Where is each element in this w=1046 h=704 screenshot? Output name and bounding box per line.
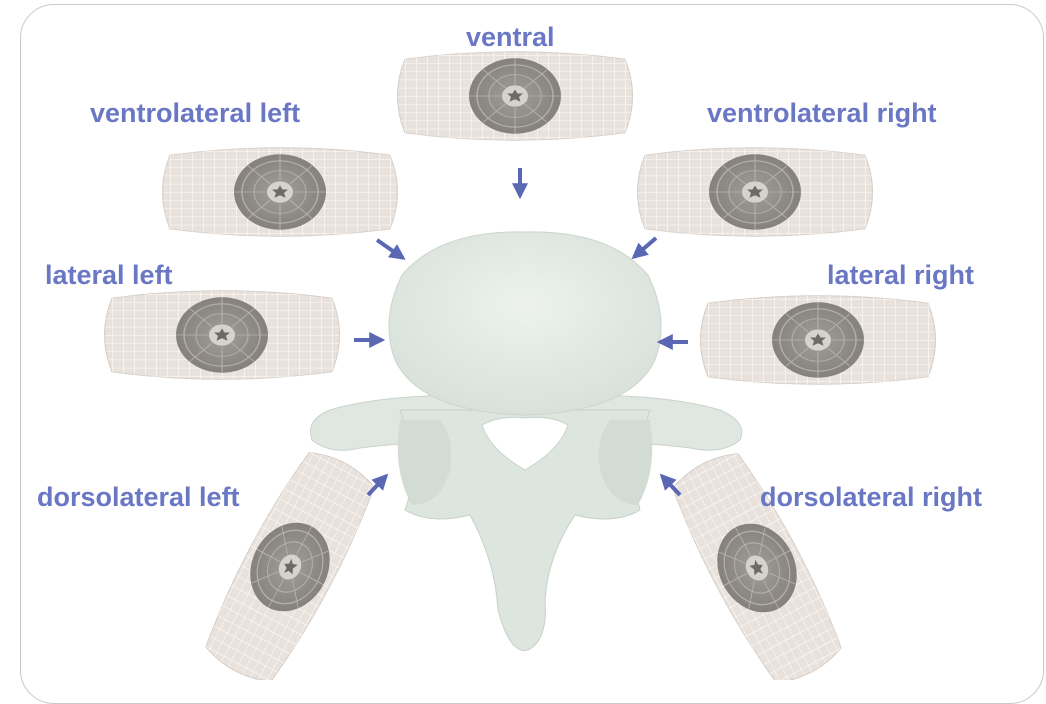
- label-lateral-right: lateral right: [827, 262, 974, 289]
- label-ventrolateral-left: ventrolateral left: [90, 100, 300, 127]
- implant-lateral-left: [105, 291, 340, 380]
- implant-ventrolateral-left: [163, 148, 398, 237]
- label-ventral: ventral: [466, 24, 555, 51]
- implant-ventral: [398, 52, 633, 141]
- implant-dorsolateral-left: [196, 442, 385, 680]
- label-dorsolateral-left: dorsolateral left: [37, 484, 240, 511]
- arrow-ventrolateral-right: [634, 238, 656, 257]
- implant-dorsolateral-right: [663, 443, 852, 680]
- implant-ventrolateral-right: [638, 148, 873, 237]
- vertebra: [310, 232, 741, 651]
- implant-lateral-right: [701, 296, 936, 385]
- label-ventrolateral-right: ventrolateral right: [707, 100, 937, 127]
- arrow-ventrolateral-left: [377, 240, 403, 258]
- label-dorsolateral-right: dorsolateral right: [760, 484, 982, 511]
- label-lateral-left: lateral left: [45, 262, 173, 289]
